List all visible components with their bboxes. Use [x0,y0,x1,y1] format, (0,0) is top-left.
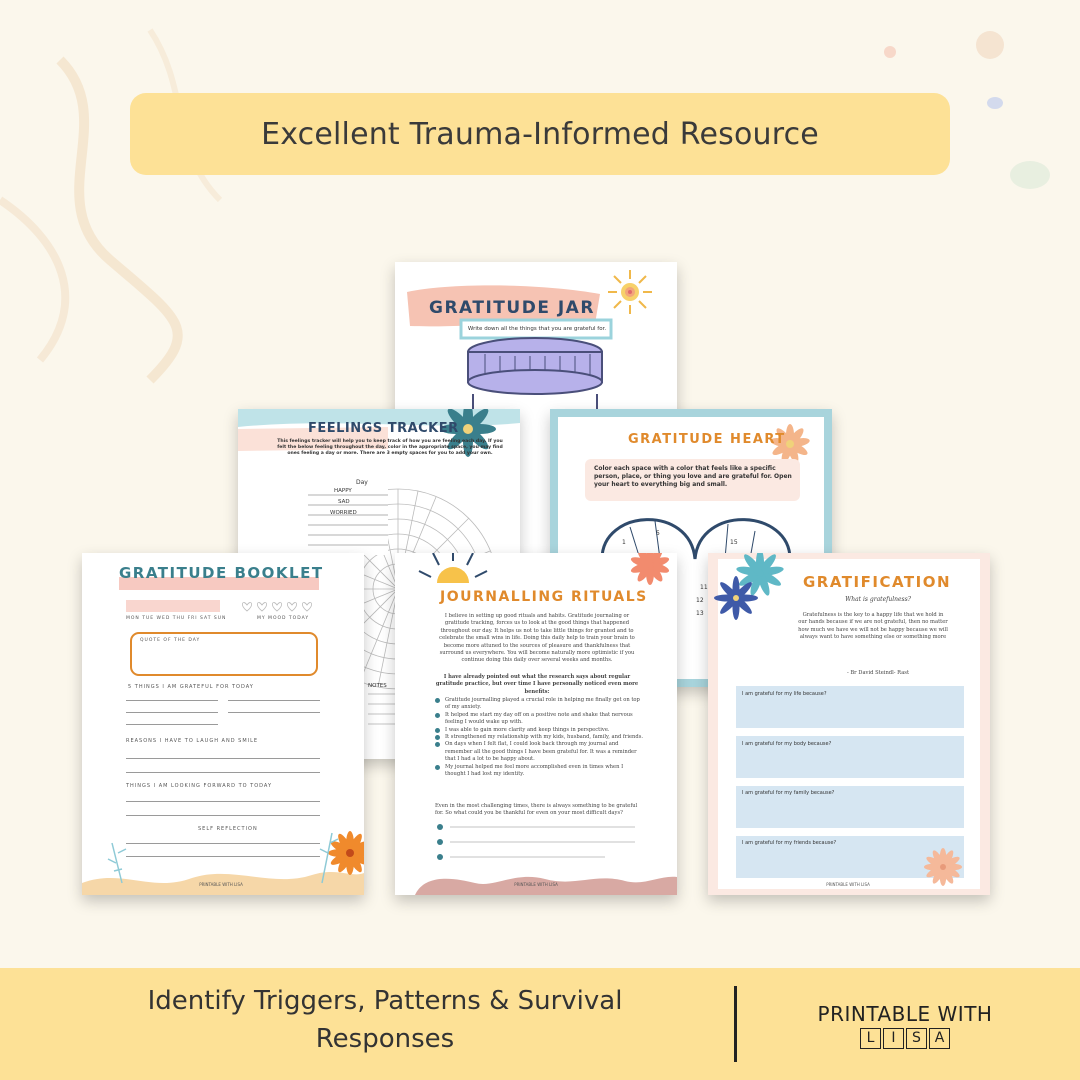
gratification-decoration [714,553,964,886]
section-forward: THINGS I AM LOOKING FORWARD TO TODAY [126,783,272,789]
mood-label: MY MOOD TODAY [257,616,310,621]
booklet-decoration [82,577,364,895]
benefit-item: Gratitude journalling played a crucial r… [435,697,645,712]
flower-icon [770,424,810,463]
teal-flower-icon [736,553,784,596]
benefit-item: My journal helped me feel more accomplis… [435,764,645,779]
prompt-family: I am grateful for my family because? [742,790,835,796]
notes-label: NOTES [368,683,387,689]
feeling-happy: HAPPY [334,488,352,494]
gratification-page: GRATIFICATION What is gratefulness? Grat… [708,553,990,895]
journalling-rituals-title: JOURNALLING RITUALS [440,589,648,605]
gratitude-jar-title: GRATITUDE JAR [429,298,595,318]
gratitude-heart-title: GRATITUDE HEART [628,432,786,447]
headline-text: Excellent Trauma-Informed Resource [261,116,819,152]
jar-illustration [407,270,652,422]
brand-logo: PRINTABLE WITH L I S A [800,1002,1010,1049]
heart-number-1: 1 [622,539,626,546]
heart-number-5: 5 [656,530,660,537]
heart-illustration [585,424,810,560]
gratification-quote: Gratefulness is the key to a happy life … [798,612,948,641]
peach-flower-icon [924,848,962,886]
orange-flower-icon [328,831,364,875]
benefit-item: On days when I felt flat, I could look b… [435,741,645,763]
brand-tile: L [860,1028,881,1049]
gratification-footer: PRINTABLE WITH LISA [826,882,870,887]
journalling-footer: PRINTABLE WITH LISA [514,882,558,887]
feeling-worried: WORRIED [330,510,357,516]
section-reflection: SELF REFLECTION [198,826,258,832]
section-grateful: 5 THINGS I AM GRATEFUL FOR TODAY [128,684,254,690]
headline-banner: Excellent Trauma-Informed Resource [130,93,950,175]
benefit-item: It helped me start my day off on a posit… [435,712,645,727]
heart-number-13: 13 [696,610,704,617]
tagline: Identify Triggers, Patterns & Survival R… [147,986,623,1054]
benefit-list: Gratitude journalling played a crucial r… [435,697,645,778]
navy-flower-icon [714,576,758,620]
day-label: Day [356,479,368,486]
gratitude-booklet-title: GRATITUDE BOOKLET [119,564,324,582]
journalling-para2: I have already pointed out what the rese… [435,674,639,695]
brand-tile: A [929,1028,950,1049]
brand-letter-tiles: L I S A [800,1028,1010,1049]
booklet-footer: PRINTABLE WITH LISA [199,882,243,887]
heart-number-11: 11 [700,584,708,591]
footer-divider [734,986,737,1062]
sunrise-icon [418,553,488,583]
feeling-sad: SAD [338,499,350,505]
brand-name: PRINTABLE WITH [817,1002,993,1026]
leaf-sprig-icon [107,832,339,884]
weekdays: MON TUE WED THU FRI SAT SUN [126,616,227,621]
section-laugh: REASONS I HAVE TO LAUGH AND SMILE [126,738,259,744]
leaf-cluster-icon [440,409,496,457]
pink-flower-icon [630,553,670,585]
gratitude-booklet-page: GRATITUDE BOOKLET MON TUE WED THU FRI SA… [82,553,364,895]
gratitude-heart-instruction: Color each space with a color that feels… [594,465,792,488]
prompt-body: I am grateful for my body because? [742,741,832,747]
journalling-decoration [415,553,677,895]
gratitude-jar-instruction: Write down all the things that you are g… [467,326,607,332]
brand-tile: S [906,1028,927,1049]
gratification-subtitle: What is gratefulness? [845,596,911,603]
sun-icon [608,270,652,314]
prompt-life: I am grateful for my life because? [742,691,827,697]
benefit-item: It strengthened my relationship with my … [435,734,645,741]
mood-hearts-icon [242,602,312,612]
gratification-title: GRATIFICATION [803,573,952,591]
quote-label: QUOTE OF THE DAY [140,638,201,643]
journalling-rituals-page: JOURNALLING RITUALS I believe in setting… [395,553,677,895]
journalling-para3: Even in the most challenging times, ther… [435,803,638,817]
gratification-attribution: - Br David Steindl- Rast [846,670,910,676]
brand-tile: I [883,1028,904,1049]
journalling-para1: I believe in setting up good rituals and… [439,613,635,664]
benefit-item: I was able to gain more clarity and keep… [435,727,645,734]
footer-band [0,968,1080,1080]
feelings-tracker-title: FEELINGS TRACKER [308,421,459,436]
feelings-tracker-intro: This feelings tracker will help you to k… [277,439,503,456]
heart-number-12: 12 [696,597,704,604]
heart-number-15: 15 [730,539,738,546]
prompt-friends: I am grateful for my friends because? [742,840,837,846]
